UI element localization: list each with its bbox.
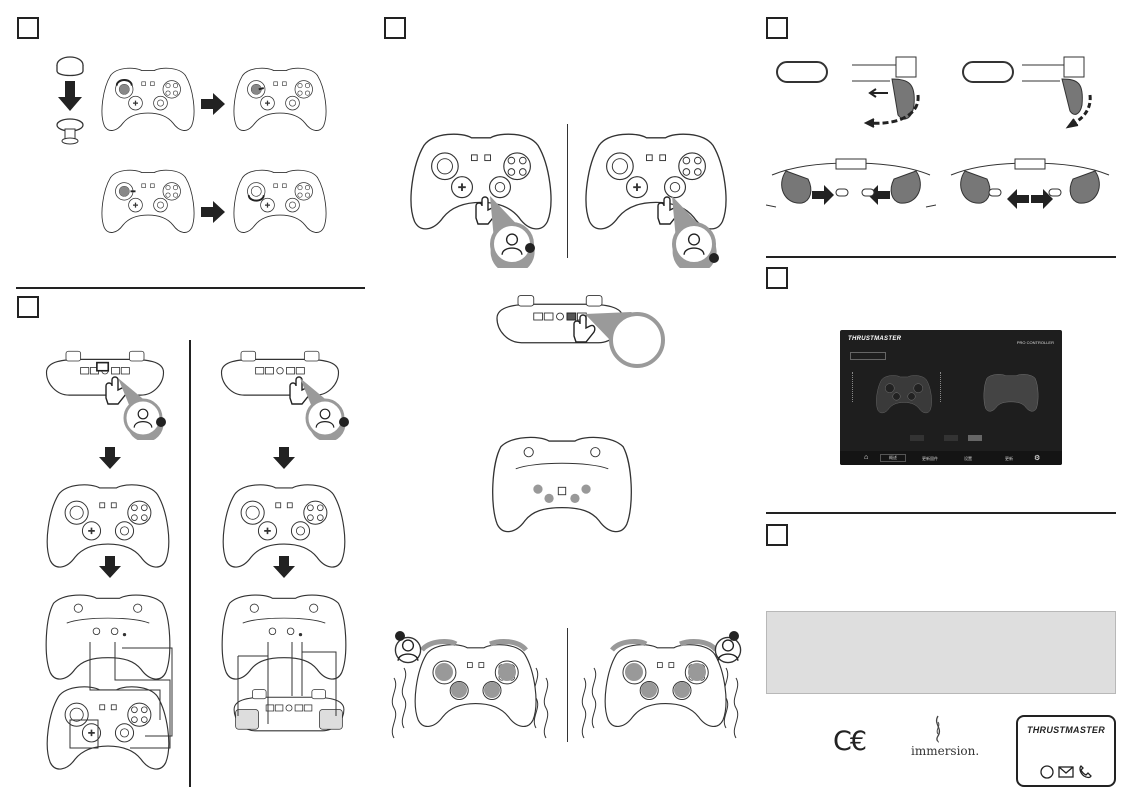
step-box-4: [766, 17, 788, 39]
divider-right-lower: [766, 512, 1116, 514]
trigger-switch-lock: [766, 158, 936, 208]
software-brand: THRUSTMASTER: [848, 336, 902, 342]
trigger-full-travel: [852, 56, 920, 128]
zoom-callout-user-3b: [672, 196, 719, 268]
nav-tab-settings[interactable]: 设置: [964, 456, 972, 461]
thumbstick-cap-illustration: [56, 56, 84, 145]
arrow-down-2b-1: [273, 447, 295, 469]
divider-step2-columns: [189, 340, 191, 787]
phone-icon: [1079, 765, 1092, 779]
software-controller-front: [876, 375, 932, 414]
controller-back-2a: [45, 594, 171, 680]
immersion-wordmark: immersion.: [911, 744, 980, 758]
step-box-5: [766, 267, 788, 289]
nav-tab-update[interactable]: 更新: [1005, 456, 1013, 461]
nav-tab-overview[interactable]: 概述: [880, 454, 906, 462]
arrow-down-2a-1: [99, 447, 121, 469]
arrow-down-2b-2: [273, 556, 295, 578]
immersion-logo: [935, 715, 941, 743]
trigger-mode-pill-1: [776, 61, 828, 83]
controller-back-2b: [221, 594, 347, 680]
software-product: PRO CONTROLLER: [1016, 340, 1054, 345]
thrustmaster-logo: THRUSTMASTER: [1016, 715, 1116, 787]
step-box-6: [766, 524, 788, 546]
controller-vibrate-right: [581, 631, 742, 739]
nav-tab-firmware[interactable]: 更新固件: [922, 456, 938, 461]
trigger-mode-pill-2: [962, 61, 1014, 83]
step-box-1: [17, 17, 39, 39]
software-nav-bar: ⌂ 概述 更新固件 设置 更新 ⚙: [840, 451, 1062, 465]
zoom-callout-user-2b: [300, 378, 349, 440]
zoom-callout-user-2a: [118, 378, 166, 440]
button-mid[interactable]: [944, 435, 958, 441]
zoom-callout-3c: [585, 312, 665, 368]
divider-left-section: [16, 287, 365, 289]
software-controller-back: [983, 374, 1039, 412]
controller-top-view-2a: [45, 350, 165, 396]
info-panel: [766, 611, 1116, 694]
controller-top-view-3: [496, 294, 624, 344]
arrow-right-2: [201, 201, 225, 223]
controller-back-3: [492, 436, 632, 533]
gear-icon[interactable]: ⚙: [1034, 455, 1041, 462]
controller-step1-c: [101, 169, 195, 234]
globe-icon: [1040, 765, 1054, 779]
arrow-right-1: [201, 93, 225, 115]
button-left[interactable]: [910, 435, 924, 441]
controller-step1-d: [233, 169, 327, 234]
mapping-labels-left: [852, 372, 867, 402]
mapping-lines-2a: [69, 642, 173, 749]
mapping-labels-mid: [940, 372, 955, 402]
zoom-callout-user-3a: [490, 196, 535, 268]
controller-step1-a: [101, 67, 195, 132]
mapping-lines-2b: [237, 642, 337, 724]
step-box-3: [384, 17, 406, 39]
controller-step1-b: [233, 67, 327, 132]
step-box-2: [17, 296, 39, 318]
divider-right-upper: [766, 256, 1116, 258]
profile-dropdown[interactable]: [850, 352, 886, 360]
ce-mark: C€: [833, 726, 867, 757]
trigger-switch-unlock: [950, 158, 1110, 209]
divider-step3-bottom: [567, 628, 568, 742]
divider-step3-top: [567, 124, 568, 258]
email-icon: [1058, 766, 1074, 778]
controller-vibrate-left: [391, 631, 549, 739]
trigger-short-travel: [1022, 56, 1092, 129]
home-icon[interactable]: ⌂: [864, 454, 869, 461]
button-apply[interactable]: [968, 435, 982, 441]
controller-top-view-2b-lower: [233, 689, 345, 732]
software-window: THRUSTMASTER PRO CONTROLLER ⌂ 概述 更新固件 设置…: [840, 330, 1062, 465]
thrustmaster-wordmark: THRUSTMASTER: [1026, 725, 1106, 735]
arrow-down-2a-2: [99, 556, 121, 578]
